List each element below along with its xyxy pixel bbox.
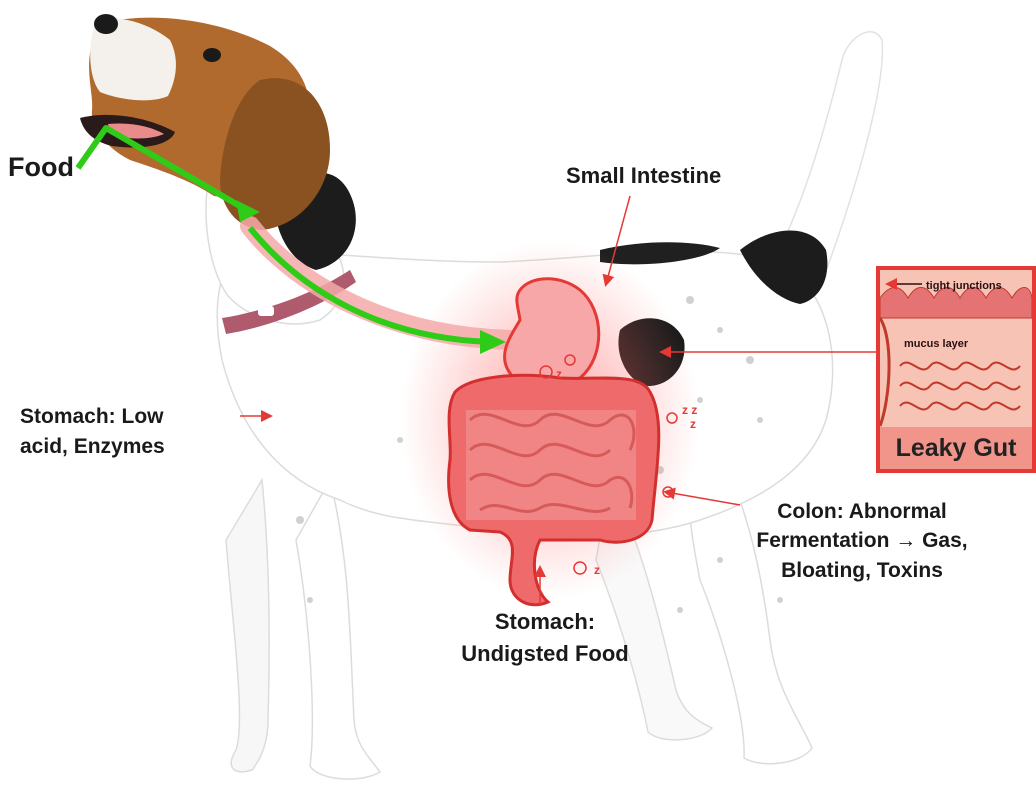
villi-coils (900, 363, 1020, 410)
label-colon-line3: Bloating, Toxins (742, 556, 982, 585)
svg-text:z z: z z (682, 403, 697, 417)
leaky-gut-title: Leaky Gut (880, 427, 1032, 469)
dog-nose (94, 14, 118, 34)
dog-front-leg-right (296, 480, 380, 779)
label-undigested-line2: Undigsted Food (440, 638, 650, 670)
label-stomach-low-line1: Stomach: Low (20, 402, 230, 432)
label-undigested-line1: Stomach: (440, 606, 650, 638)
intestine-fill (466, 410, 636, 520)
collar-bone-tag (258, 306, 274, 316)
svg-text:z: z (556, 367, 562, 381)
leaky-gut-inset: tight junctions mucus layer Leaky Gut (876, 266, 1036, 473)
label-mucus-layer: mucus layer (904, 338, 968, 350)
label-colon: Colon: Abnormal Fermentation → Gas, Bloa… (742, 497, 982, 585)
label-stomach-undigested: Stomach: Undigsted Food (440, 606, 650, 670)
dog-eye (203, 48, 221, 62)
label-stomach-low-line2: acid, Enzymes (20, 432, 230, 462)
label-small-intestine: Small Intestine (566, 163, 721, 189)
villi-top-row (880, 288, 1032, 319)
label-tight-junctions: tight junctions (926, 280, 1002, 292)
label-stomach-low: Stomach: Low acid, Enzymes (20, 402, 230, 463)
label-food: Food (8, 152, 74, 183)
svg-text:z: z (690, 417, 696, 431)
label-colon-line1: Colon: Abnormal (742, 497, 982, 526)
label-colon-line2: Fermentation → Gas, (742, 526, 982, 555)
dog-front-leg-left (226, 480, 269, 772)
inset-side-wall (880, 318, 889, 426)
svg-text:z: z (594, 563, 600, 577)
